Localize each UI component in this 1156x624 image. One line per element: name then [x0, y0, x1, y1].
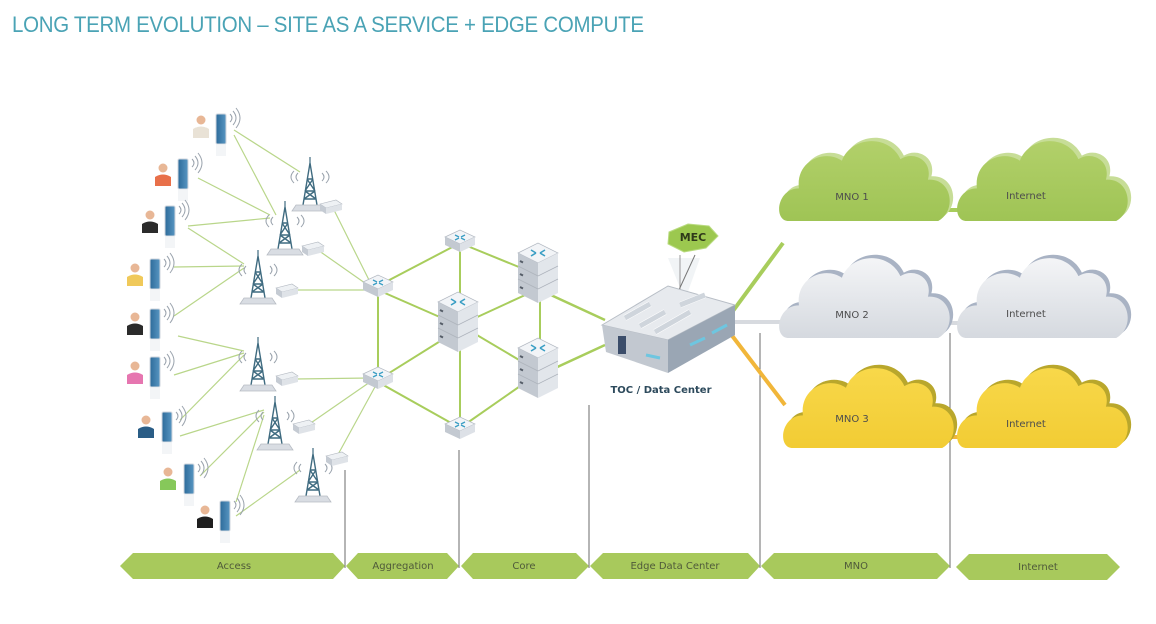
stage-edge-data-center — [590, 553, 760, 579]
user-glasses-icon — [127, 263, 143, 286]
cloud-mno2 — [779, 254, 954, 338]
base-station-icon — [319, 199, 343, 215]
phone-2 — [177, 152, 203, 202]
phone-icon — [183, 457, 209, 507]
phone-icon — [219, 494, 245, 544]
data-center: MEC TOC / Data Center — [600, 223, 737, 396]
user-6 — [127, 361, 143, 384]
cloud-internet-grey — [957, 254, 1132, 338]
phone-4 — [149, 252, 175, 302]
base-station-icon — [301, 241, 325, 257]
user-8 — [160, 467, 176, 490]
core-links — [377, 242, 606, 429]
user-icon — [155, 163, 171, 186]
stage-label-mno: MNO — [844, 561, 868, 572]
stage-core — [461, 553, 589, 579]
core-router-icon — [517, 242, 559, 304]
link-mno3 — [728, 331, 787, 407]
stage-label-internet: Internet — [1018, 562, 1058, 573]
user-headset-icon — [160, 467, 176, 490]
cell-tower-icon — [238, 336, 278, 392]
cell-towers — [238, 156, 349, 503]
cloud-label-internet-yellow: Internet — [1006, 419, 1046, 430]
phone-3 — [164, 199, 190, 249]
base-station-icon — [275, 371, 299, 387]
stage-label-aggregation: Aggregation — [372, 561, 433, 572]
phone-5 — [149, 302, 175, 352]
phone-8 — [183, 457, 209, 507]
stage-label-access: Access — [217, 561, 251, 572]
page-title: LONG TERM EVOLUTION – SITE AS A SERVICE … — [12, 12, 644, 37]
cloud-internet-green — [957, 137, 1132, 221]
phone-icon — [149, 302, 175, 352]
stage-aggregation — [346, 553, 459, 579]
base-station-icon — [325, 451, 349, 467]
user-headset-icon — [193, 115, 209, 138]
cloud-label-internet-green: Internet — [1006, 191, 1046, 202]
cloud-internet-yellow — [957, 364, 1132, 448]
user-icon — [127, 312, 143, 335]
user-4 — [127, 263, 143, 286]
cloud-mno3 — [783, 364, 958, 448]
users — [127, 107, 245, 544]
user-icon — [197, 505, 213, 528]
phone-icon — [149, 350, 175, 400]
phone-icon — [164, 199, 190, 249]
user-icon — [142, 210, 158, 233]
phone-9 — [219, 494, 245, 544]
mec-label: MEC — [680, 231, 707, 244]
user-3 — [142, 210, 158, 233]
data-center-label: TOC / Data Center — [610, 385, 711, 396]
stage-mno — [761, 553, 950, 579]
access-links — [173, 129, 377, 517]
stage-access — [120, 553, 345, 579]
user-icon — [127, 361, 143, 384]
stage-bar: Access Aggregation Core Edge Data Center… — [120, 553, 1120, 580]
core-router-icon — [517, 337, 559, 399]
base-station-icon — [292, 419, 316, 435]
user-2 — [155, 163, 171, 186]
cloud-label-mno2: MNO 2 — [835, 310, 869, 321]
phone-6 — [149, 350, 175, 400]
cloud-label-mno1: MNO 1 — [835, 192, 869, 203]
stage-internet — [956, 554, 1120, 580]
aggregation-router-icon — [362, 366, 394, 390]
user-9 — [197, 505, 213, 528]
cloud-label-internet-grey: Internet — [1006, 309, 1046, 320]
phone-icon — [161, 405, 187, 455]
user-icon — [138, 415, 154, 438]
stage-label-core: Core — [512, 561, 535, 572]
phone-7 — [161, 405, 187, 455]
user-5 — [127, 312, 143, 335]
user-1 — [193, 115, 209, 138]
phone-icon — [149, 252, 175, 302]
cell-tower-icon — [238, 249, 278, 305]
stage-dividers — [344, 333, 951, 568]
cloud-label-mno3: MNO 3 — [835, 414, 869, 425]
user-7 — [138, 415, 154, 438]
phone-icon — [177, 152, 203, 202]
link-mno1 — [728, 241, 785, 317]
stage-label-edge-data-center: Edge Data Center — [630, 561, 720, 572]
clouds: MNO 1 Internet MNO 2 Internet MNO 3 Inte… — [779, 137, 1132, 448]
cloud-mno1 — [779, 137, 954, 221]
mec-node: MEC — [667, 223, 719, 253]
core-router-icon — [437, 291, 479, 353]
base-station-icon — [275, 283, 299, 299]
